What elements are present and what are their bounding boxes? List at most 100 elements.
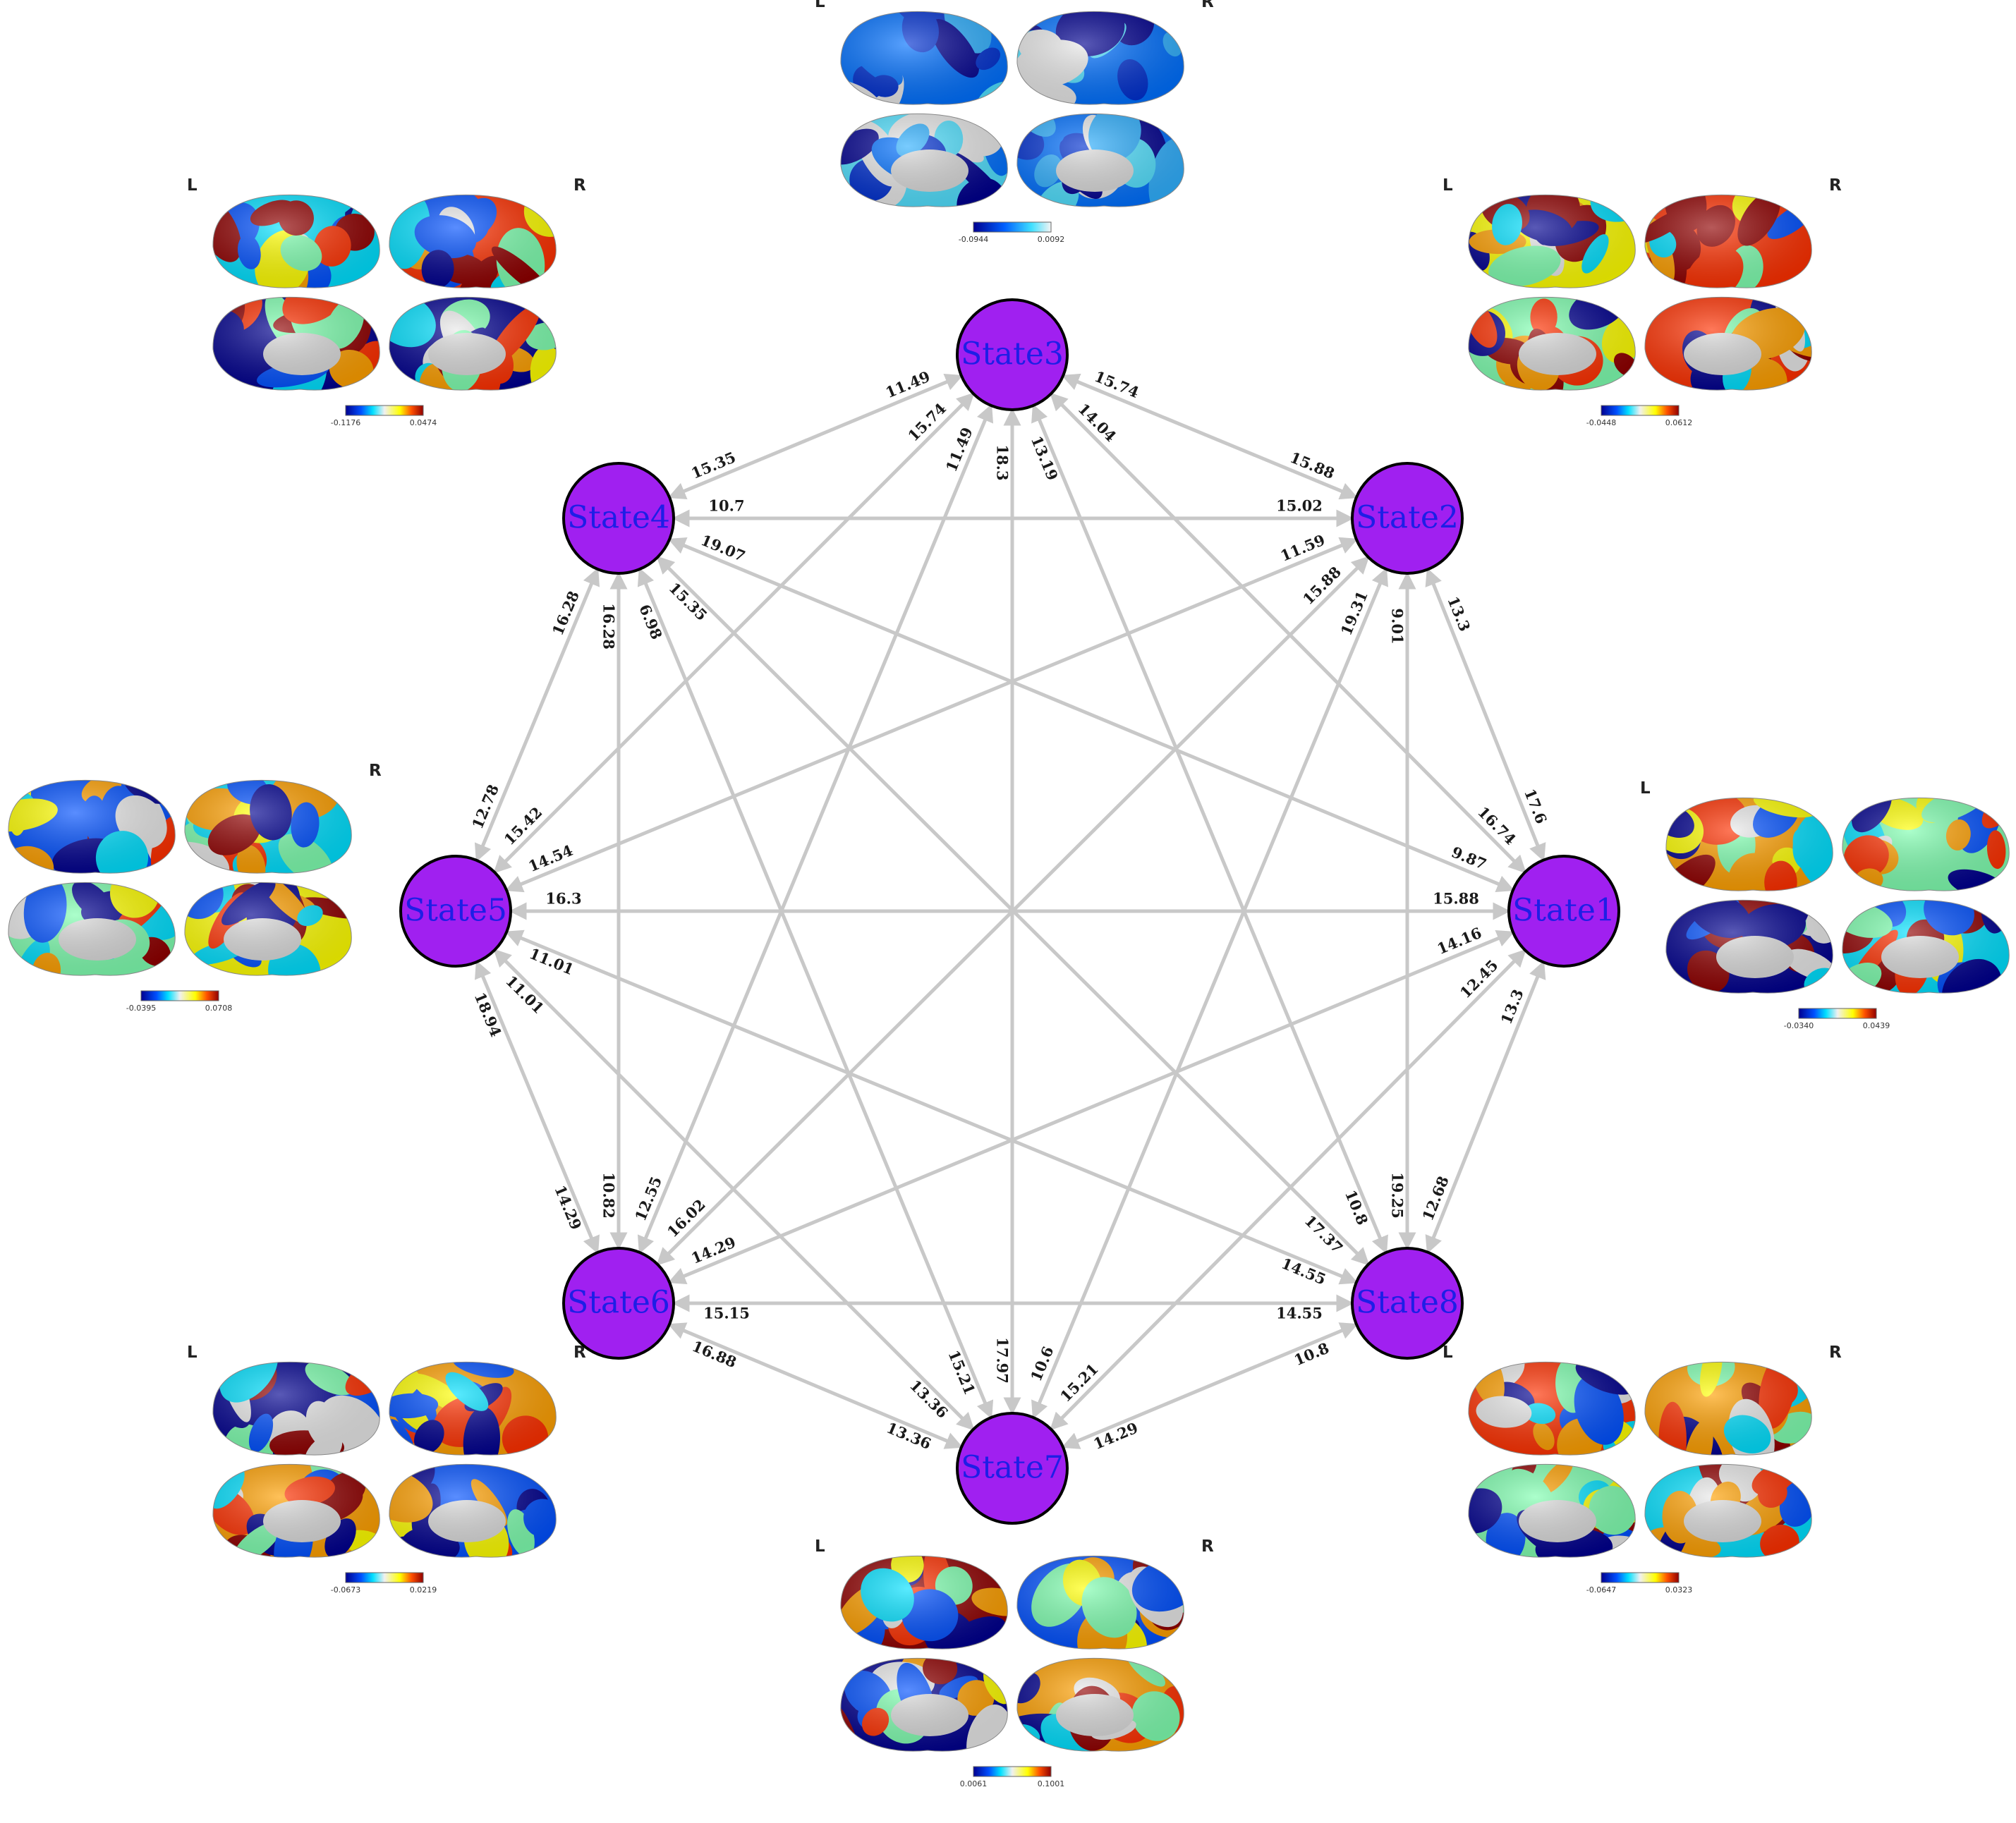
colorbar-min-label: 0.0061 xyxy=(960,1779,988,1788)
edge-weight-label: 16.3 xyxy=(545,890,581,908)
hemisphere-label-right: R xyxy=(1829,176,1842,195)
colorbar-min-label: -0.0395 xyxy=(126,1004,156,1013)
edge-weight-label: 18.3 xyxy=(994,444,1012,480)
edge-weight-label: 9.87 xyxy=(1449,843,1489,873)
edge-state4-state5 xyxy=(474,567,600,862)
node-state2[interactable]: State2 xyxy=(1351,462,1464,575)
hemisphere-label-left: L xyxy=(1640,779,1651,798)
edge-weight-label: 12.68 xyxy=(1419,1173,1452,1223)
brain-surface-medial-right xyxy=(389,1464,557,1558)
edge-weight-label: 19.25 xyxy=(1389,1172,1407,1219)
colorbar xyxy=(1601,405,1680,416)
node-label: State5 xyxy=(404,893,507,929)
colorbar-min-label: -0.0944 xyxy=(959,235,988,244)
colorbar-max-label: 0.0092 xyxy=(1038,235,1065,244)
edge-weight-label: 16.28 xyxy=(600,603,618,650)
colorbar-max-label: 0.0439 xyxy=(1863,1021,1890,1030)
node-state7[interactable]: State7 xyxy=(956,1412,1069,1525)
brain-surface-lateral-right xyxy=(1016,1556,1184,1650)
colorbar-min-label: -0.0673 xyxy=(331,1585,360,1595)
colorbar-max-label: 0.0708 xyxy=(205,1004,233,1013)
edge-weight-label: 17.97 xyxy=(994,1337,1012,1384)
brain-surface-lateral-right xyxy=(389,195,557,288)
brain-surface-lateral-left xyxy=(1468,195,1636,288)
edge-state6-state7 xyxy=(667,1322,964,1449)
hemisphere-label-right: R xyxy=(369,762,382,780)
node-label: State7 xyxy=(961,1450,1064,1486)
edge-weight-label: 15.15 xyxy=(703,1305,750,1322)
brain-surface-lateral-left xyxy=(840,1556,1008,1650)
colorbar xyxy=(973,1766,1052,1777)
edge-state2-state7 xyxy=(1031,567,1388,1420)
edge-state3-state6 xyxy=(637,403,994,1255)
edge-state5-state8 xyxy=(504,929,1359,1285)
edge-weight-label: 10.6 xyxy=(1027,1343,1057,1384)
hemisphere-label-left: L xyxy=(815,1537,825,1556)
node-circle xyxy=(1351,1247,1464,1360)
edge-state1-state6 xyxy=(667,929,1515,1285)
colorbar xyxy=(345,1572,424,1583)
edge-weight-label: 10.82 xyxy=(600,1172,618,1219)
edge-weight-label: 14.55 xyxy=(1276,1305,1323,1322)
edge-weight-label: 13.3 xyxy=(1444,594,1474,634)
colorbar-max-label: 0.0612 xyxy=(1665,418,1693,427)
node-circle xyxy=(1351,462,1464,575)
edge-weight-label: 10.7 xyxy=(708,497,744,515)
hemisphere-label-left: L xyxy=(815,0,825,11)
colorbar xyxy=(1601,1572,1680,1583)
node-state5[interactable]: State5 xyxy=(399,855,512,968)
brain-surface-medial-right xyxy=(1644,297,1812,391)
edge-state1-state4 xyxy=(667,537,1515,892)
brain-surface-medial-left xyxy=(840,114,1008,207)
edge-weight-label: 15.02 xyxy=(1276,497,1323,515)
node-label: State1 xyxy=(1512,893,1615,929)
brain-surface-lateral-left xyxy=(8,780,176,874)
brain-surface-medial-right xyxy=(1016,114,1184,207)
colorbar xyxy=(345,405,424,416)
brain-surface-lateral-left xyxy=(212,1362,380,1456)
node-state8[interactable]: State8 xyxy=(1351,1247,1464,1360)
node-state4[interactable]: State4 xyxy=(562,462,675,575)
brain-surface-medial-right xyxy=(1016,1658,1184,1752)
brain-surface-medial-right xyxy=(1644,1464,1812,1558)
colorbar-min-label: -0.0448 xyxy=(1586,418,1616,427)
colorbar xyxy=(140,990,219,1001)
hemisphere-label-right: R xyxy=(573,176,586,195)
brain-surface-medial-left xyxy=(212,297,380,391)
colorbar-min-label: -0.0340 xyxy=(1784,1021,1814,1030)
brain-surface-medial-left xyxy=(212,1464,380,1558)
edge-state1-state8 xyxy=(1425,961,1546,1254)
node-circle xyxy=(562,462,675,575)
brain-surface-medial-right xyxy=(389,297,557,391)
hemisphere-label-right: R xyxy=(1201,1537,1214,1556)
node-label: State4 xyxy=(567,500,670,536)
colorbar xyxy=(973,221,1052,233)
node-state6[interactable]: State6 xyxy=(562,1247,675,1360)
brain-surface-medial-right xyxy=(184,882,352,976)
brain-surface-lateral-left xyxy=(1665,798,1833,891)
edge-weight-label: 9.01 xyxy=(1389,608,1407,644)
node-label: State3 xyxy=(961,336,1064,372)
edge-state4-state7 xyxy=(637,567,994,1420)
brain-surface-lateral-right xyxy=(389,1362,557,1456)
brain-surface-medial-left xyxy=(1665,900,1833,994)
hemisphere-label-left: L xyxy=(1443,1343,1453,1362)
node-state1[interactable]: State1 xyxy=(1507,855,1620,968)
brain-surface-lateral-right xyxy=(1842,798,2010,891)
edge-weight-label: 17.6 xyxy=(1521,786,1550,827)
edge-state2-state5 xyxy=(504,537,1359,893)
brain-surface-lateral-right xyxy=(1644,195,1812,288)
hemisphere-label-right: R xyxy=(1829,1343,1842,1362)
node-state3[interactable]: State3 xyxy=(956,298,1069,411)
edge-weight-label: 15.88 xyxy=(1433,890,1479,908)
edge-weight-label: 13.3 xyxy=(1497,987,1526,1027)
node-label: State2 xyxy=(1356,500,1459,536)
hemisphere-label-left: L xyxy=(187,176,198,195)
